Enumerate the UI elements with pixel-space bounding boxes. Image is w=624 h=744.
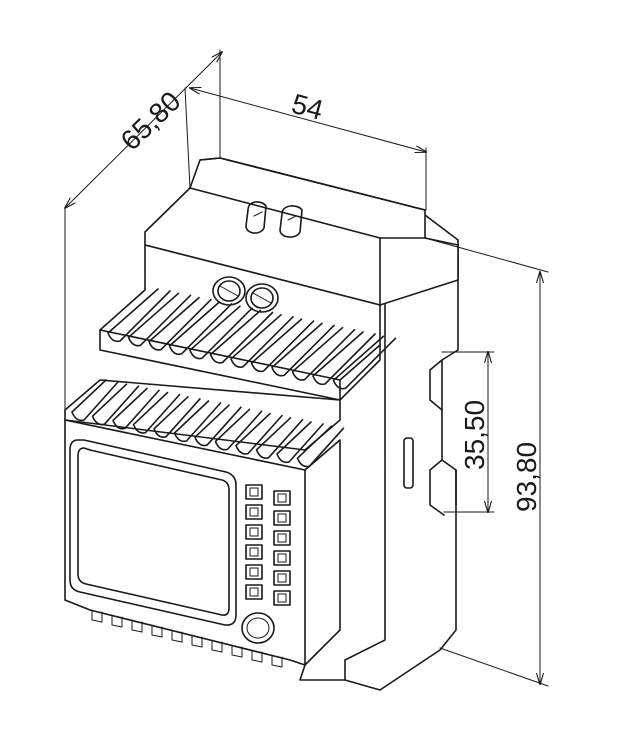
tooth [111,614,123,628]
tooth [151,624,163,638]
fin [168,301,233,356]
grid-cell-inner [277,573,287,583]
fin [194,404,242,447]
fin [250,318,315,373]
fin [214,408,263,451]
grid-cell-inner [249,487,259,497]
fin [107,288,171,343]
fin [276,421,324,464]
fin [153,396,201,438]
tooth [271,654,283,668]
grid-cell-inner [249,507,259,517]
fin [209,309,274,364]
fin [91,383,140,426]
grid-cell-inner [249,567,259,577]
button-grid [245,484,291,606]
grid-cell [245,504,263,520]
grid-cell-inner [277,513,287,523]
grid-cell-inner [277,533,287,543]
grid-cell [273,550,291,566]
grid-cell-inner [277,593,287,603]
terminal-screw-1 [212,276,246,306]
depth-label: 65,80 [115,85,187,156]
grid-cell [245,564,263,580]
din-rail-label: 35,50 [459,400,490,470]
grid-cell-inner [249,587,259,597]
grid-cell [273,530,291,546]
grid-cell [245,524,263,540]
grid-cell [273,510,291,526]
tooth [251,649,263,663]
grid-cell [245,484,263,500]
fin [173,400,222,443]
grid-cell-inner [249,527,259,537]
grid-cell-inner [277,553,287,563]
fin [127,292,192,347]
grid-cell [273,590,291,606]
top-latch-slots [245,201,303,238]
tooth [231,644,243,658]
dimension-height: 93,80 [424,237,549,687]
display-window [69,439,237,626]
width-label: 54 [288,88,326,126]
fin [189,305,253,360]
fin [148,296,212,351]
fin [132,391,181,434]
fin [312,331,376,386]
fin [235,412,283,455]
fin [112,387,160,430]
terminal-screw-2 [245,283,279,313]
tooth [211,639,223,653]
height-label: 93,80 [511,442,542,512]
grid-cell-inner [277,493,287,503]
fin [271,322,335,377]
tooth [171,629,183,643]
fin [230,314,294,368]
tooth [91,609,103,623]
grid-cell-inner [249,547,259,557]
grid-cell [245,584,263,600]
fin [255,417,304,459]
fin [71,379,119,422]
dimension-din-rail: 35,50 [441,352,495,512]
tooth [131,619,143,633]
fin [332,335,397,390]
grid-cell [273,570,291,586]
device-housing [64,157,459,691]
grid-cell [245,544,263,560]
fin [291,326,356,381]
adjust-knob [241,612,275,644]
upper-cooling-fins [99,288,397,401]
tooth [191,634,203,648]
grid-cell [273,490,291,506]
bottom-teeth [91,609,283,668]
